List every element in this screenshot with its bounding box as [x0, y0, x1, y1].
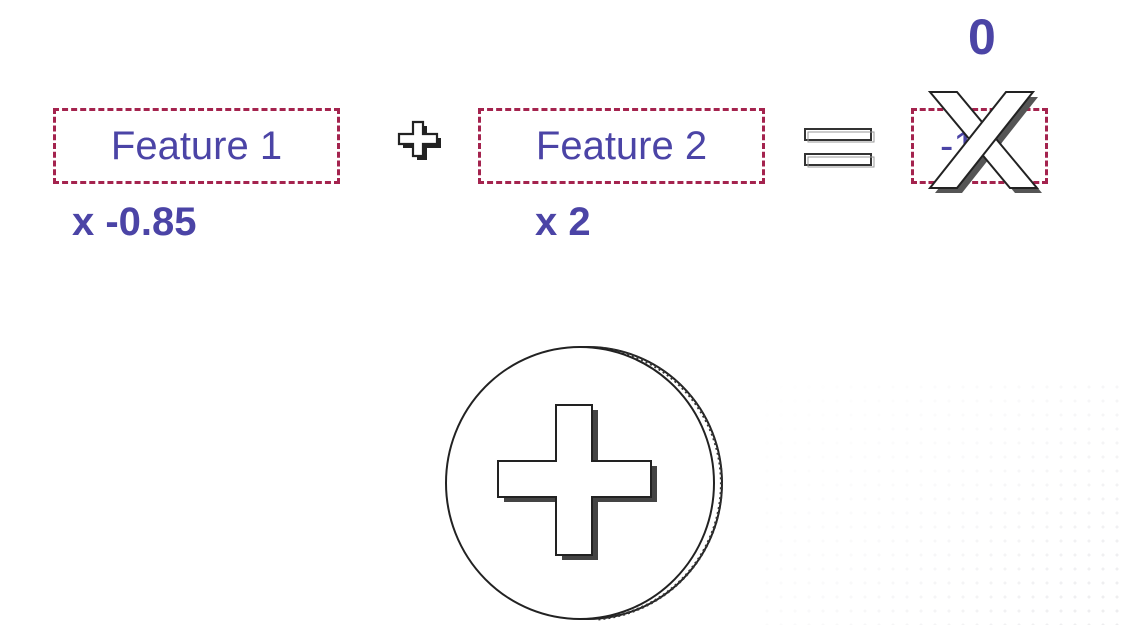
- cross-out-icon: [927, 91, 1042, 193]
- feature-1-box: Feature 1: [53, 108, 340, 184]
- plus-icon: [397, 120, 441, 160]
- feature-2-box: Feature 2: [478, 108, 765, 184]
- plus-coin-icon: [445, 346, 723, 621]
- feature-1-weight: x -0.85: [72, 200, 197, 244]
- new-result-value: 0: [968, 9, 996, 65]
- feature-2-label: Feature 2: [535, 123, 708, 168]
- feature-2-weight: x 2: [535, 200, 591, 244]
- feature-1-label: Feature 1: [110, 123, 283, 168]
- background-fade: [760, 380, 1129, 625]
- equals-icon: [804, 128, 875, 168]
